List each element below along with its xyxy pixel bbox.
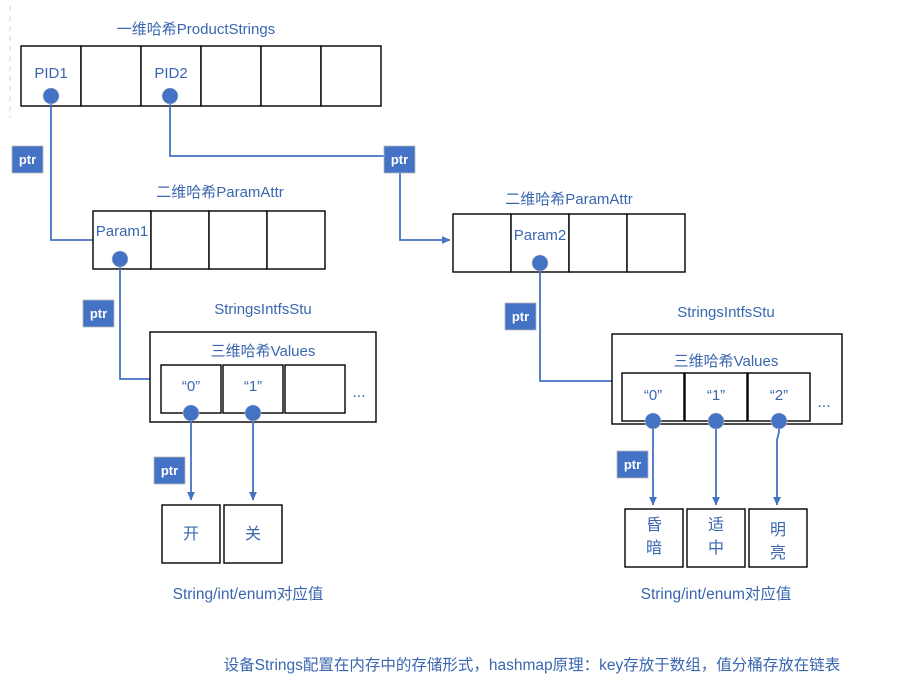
values-right-box-2-line2: 亮 <box>770 544 786 562</box>
level1-cell-1[interactable] <box>80 45 142 107</box>
level3-left-cell-2[interactable] <box>284 364 346 414</box>
level3-left-cell-0-label: “0” <box>182 378 200 395</box>
pointer-dot-param2 <box>531 254 549 272</box>
ptr-badge-pid2-label: ptr <box>391 152 408 167</box>
ptr-badge-values-left: ptr <box>153 456 186 485</box>
level2-right-cell-3[interactable] <box>626 213 686 273</box>
pointer-dot-values-left-1 <box>244 404 262 422</box>
pointer-dot-values-right-0 <box>644 412 662 430</box>
level2-left-cell-0-label: Param1 <box>96 223 149 240</box>
ptr-badge-param1-rect <box>82 299 115 328</box>
level2-right-title: 二维哈希ParamAttr <box>505 191 633 208</box>
level1-array: PID1 PID2 <box>20 45 382 107</box>
values-right-box-0-line2: 暗 <box>646 539 662 557</box>
ptr-badge-param2-rect <box>504 302 537 331</box>
ptr-badge-values-right-rect <box>616 450 649 479</box>
pointer-dot-pid2 <box>161 87 179 105</box>
values-right-box-2-line1: 明 <box>770 522 786 539</box>
values-right-caption: String/int/enum对应值 <box>641 584 792 603</box>
level1-cell-2-label: PID2 <box>154 65 187 82</box>
level2-left-title: 二维哈希ParamAttr <box>156 184 284 201</box>
values-right-box-1-line1: 适 <box>708 516 724 534</box>
level1-cell-4[interactable] <box>260 45 322 107</box>
level2-right-cell-0[interactable] <box>452 213 512 273</box>
ptr-badge-param1: ptr <box>82 299 115 328</box>
level3-left-cell-1-label: “1” <box>244 378 262 395</box>
level1-cell-3[interactable] <box>200 45 262 107</box>
ptr-badge-param2-label: ptr <box>512 309 529 324</box>
values-right-box-0[interactable] <box>624 508 684 568</box>
ptr-badge-values-right: ptr <box>616 450 649 479</box>
ptr-badge-values-left-label: ptr <box>161 463 178 478</box>
level2-left-cell-1[interactable] <box>150 210 210 270</box>
ptr-badge-pid1-rect <box>11 145 44 174</box>
level1-title: 一维哈希ProductStrings <box>117 21 275 38</box>
level2-right-array: Param2 <box>452 213 686 273</box>
ptr-badge-pid2-rect <box>383 145 416 174</box>
ptr-badge-values-right-label: ptr <box>624 457 641 472</box>
values-left-boxes: 开 关 <box>161 504 283 564</box>
ptr-badge-param2: ptr <box>504 302 537 331</box>
level3-left-ellipsis: ... <box>352 384 365 401</box>
level3-left-struct-title: StringsIntfsStu <box>214 301 312 318</box>
values-right-box-1-line2: 中 <box>708 539 724 557</box>
connector-values-right-2 <box>773 421 781 506</box>
level3-left-title: 三维哈希Values <box>211 343 316 360</box>
level2-right-cell-2[interactable] <box>568 213 628 273</box>
values-left-box-1[interactable] <box>223 504 283 564</box>
level3-right-title: 三维哈希Values <box>674 353 779 370</box>
level2-left-cell-2[interactable] <box>208 210 268 270</box>
pointer-dot-values-right-2 <box>770 412 788 430</box>
level1-cell-0-label: PID1 <box>34 65 67 82</box>
values-left-box-1-label: 关 <box>245 525 261 543</box>
ptr-badge-pid2: ptr <box>383 145 416 174</box>
values-left-caption: String/int/enum对应值 <box>173 584 324 603</box>
pointer-dot-pid1 <box>42 87 60 105</box>
ptr-badge-pid1: ptr <box>11 145 44 174</box>
level3-right-ellipsis: ... <box>817 394 830 411</box>
level2-right-cell-1-label: Param2 <box>514 227 567 244</box>
ptr-badge-pid1-label: ptr <box>19 152 36 167</box>
values-right-box-0-line1: 昏 <box>646 516 662 534</box>
level3-right-cell-0-label: “0” <box>644 387 662 404</box>
pointer-dot-values-left-0 <box>182 404 200 422</box>
level2-left-cell-3[interactable] <box>266 210 326 270</box>
ptr-badge-values-left-rect <box>153 456 186 485</box>
connector-param2-to-values-right <box>539 263 621 385</box>
pointer-dot-values-right-1 <box>707 412 725 430</box>
level3-right-cell-2-label: “2” <box>770 387 788 404</box>
values-right-box-2[interactable] <box>748 508 808 568</box>
values-right-box-1[interactable] <box>686 508 746 568</box>
pointer-dot-param1 <box>111 250 129 268</box>
ptr-badge-param1-label: ptr <box>90 306 107 321</box>
connector-pid1-to-param1 <box>50 96 105 244</box>
level2-left-array: Param1 <box>92 210 326 270</box>
level1-cell-5[interactable] <box>320 45 382 107</box>
connector-param1-to-values-left <box>119 259 161 383</box>
level3-right-cell-1[interactable] <box>684 372 748 422</box>
values-right-boxes: 昏 暗 适 中 明 亮 <box>624 508 808 568</box>
values-left-box-0[interactable] <box>161 504 221 564</box>
level3-right-struct-title: StringsIntfsStu <box>677 304 775 321</box>
diagram-caption: 设备Strings配置在内存中的存储形式，hashmap原理：key存放于数组，… <box>224 656 841 674</box>
values-left-box-0-label: 开 <box>183 526 199 543</box>
level3-right-cell-1-label: “1” <box>707 387 725 404</box>
